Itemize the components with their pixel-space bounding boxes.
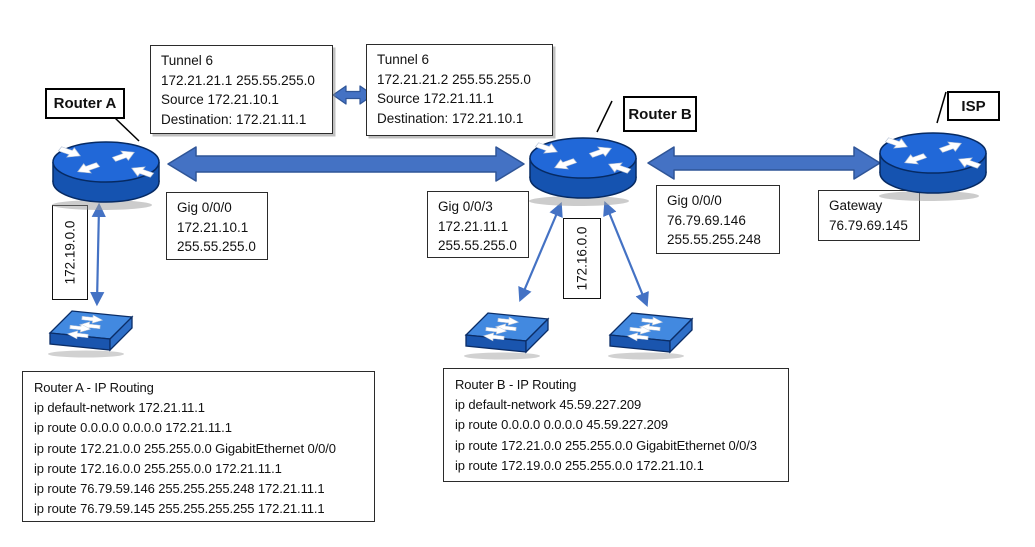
tunnel-b-box: Tunnel 6 172.21.21.2 255.55.255.0 Source… (366, 44, 553, 136)
route-line: ip route 172.21.0.0 255.255.0.0 GigabitE… (34, 440, 336, 456)
router-a-routing-box: Router A - IP Routing ip default-network… (22, 371, 375, 522)
gig-b-wan-ip: 76.79.69.146 (667, 212, 746, 228)
switch-a-icon (48, 310, 134, 358)
router-a-icon (52, 141, 160, 210)
gig-b-wan-mask: 255.55.255.248 (667, 232, 761, 247)
router-a-routing-title: Router A - IP Routing (34, 380, 154, 395)
lan-link-router-a-switch (90, 202, 106, 307)
gig-a-ip: 172.21.10.1 (177, 219, 249, 235)
gig-b-lan-name: Gig 0/0/3 (438, 199, 493, 214)
route-line: ip route 172.16.0.0 255.255.0.0 172.21.1… (34, 460, 282, 476)
router-b-label: Router B (623, 96, 697, 132)
router-a-label-pointer (114, 117, 140, 142)
gig-a-box: Gig 0/0/0 172.21.10.1 255.55.255.0 (166, 192, 268, 260)
tunnel-a-title: Tunnel 6 (161, 53, 214, 68)
router-b-routing-title: Router B - IP Routing (455, 377, 577, 392)
gateway-ip: 76.79.69.145 (829, 217, 908, 233)
gateway-name: Gateway (829, 198, 883, 213)
lan-b-network-box: 172.16.0.0 (563, 218, 601, 299)
tunnel-b-destination: Destination: 172.21.10.1 (377, 110, 524, 126)
route-line: ip default-network 172.21.11.1 (34, 400, 205, 416)
router-a-label: Router A (45, 88, 125, 119)
route-line: ip route 172.21.0.0 255.255.0.0 GigabitE… (455, 437, 757, 453)
gig-b-lan-mask: 255.55.255.0 (438, 238, 517, 253)
lan-b-network: 172.16.0.0 (574, 226, 590, 291)
lan-link-router-b-switch-left (518, 202, 563, 302)
tunnel-a-destination: Destination: 172.21.11.1 (161, 111, 307, 127)
tunnel-b-source: Source 172.21.11.1 (377, 91, 494, 106)
gig-a-mask: 255.55.255.0 (177, 239, 256, 254)
tunnel-a-box: Tunnel 6 172.21.21.1 255.55.255.0 Source… (150, 45, 333, 134)
gig-b-wan-box: Gig 0/0/0 76.79.69.146 255.55.255.248 (656, 185, 780, 254)
route-line: ip route 0.0.0.0 0.0.0.0 172.21.11.1 (34, 420, 232, 436)
wan-arrow-b-isp-icon (647, 146, 881, 180)
tunnel-b-address: 172.21.21.2 255.55.255.0 (377, 71, 531, 87)
router-b-routing-box: Router B - IP Routing ip default-network… (443, 368, 789, 482)
lan-a-network-box: 172.19.0.0 (52, 205, 88, 300)
router-b-icon (529, 137, 637, 206)
gig-b-lan-ip: 172.21.11.1 (438, 218, 509, 234)
tunnel-a-address: 172.21.21.1 255.55.255.0 (161, 72, 315, 88)
isp-label: ISP (947, 91, 1000, 121)
lan-a-network: 172.19.0.0 (62, 220, 78, 285)
route-line: ip route 0.0.0.0 0.0.0.0 45.59.227.209 (455, 417, 669, 433)
route-line: ip default-network 45.59.227.209 (455, 397, 642, 413)
tunnel-b-title: Tunnel 6 (377, 52, 430, 67)
route-line: ip route 76.79.59.146 255.255.255.248 17… (34, 481, 325, 497)
isp-label-pointer (936, 91, 947, 124)
switch-b-left-icon (464, 312, 550, 360)
route-line: ip route 172.19.0.0 255.255.0.0 172.21.1… (455, 457, 704, 473)
gig-a-name: Gig 0/0/0 (177, 200, 232, 215)
route-line: ip route 76.79.59.145 255.255.255.255 17… (34, 501, 325, 517)
tunnel-a-source: Source 172.21.10.1 (161, 92, 279, 107)
gig-b-wan-name: Gig 0/0/0 (667, 193, 722, 208)
router-b-label-pointer (596, 100, 613, 133)
wan-arrow-a-b-icon (167, 146, 525, 182)
isp-router-icon (879, 132, 987, 201)
gig-b-lan-box: Gig 0/0/3 172.21.11.1 255.55.255.0 (427, 191, 529, 258)
switch-b-right-icon (608, 312, 694, 360)
lan-link-router-b-switch-right (603, 201, 649, 307)
